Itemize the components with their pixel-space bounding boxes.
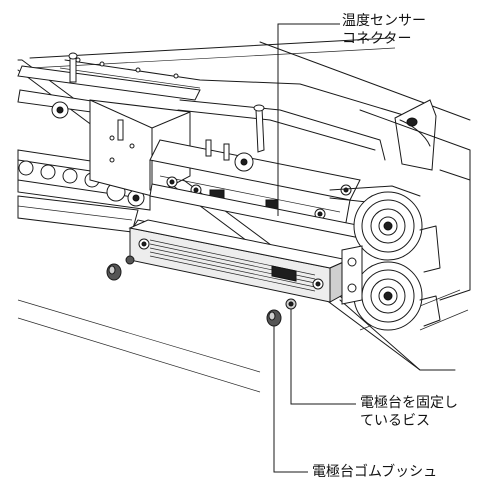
fixing-screw [285,298,297,310]
rubber-bush [266,309,282,327]
rubber-bush-left [106,255,135,281]
callout-electrode-base-fixing-screw: 電極台を固定し ているビス [360,394,458,430]
callout-line: ているビス [360,413,430,429]
upper-plate [17,57,421,121]
callout-temperature-sensor-connector: 温度センサー コネクター [342,12,426,48]
leader-sensor-connector [277,23,340,216]
pulley-bracket [341,225,441,327]
lever-knob [234,104,265,172]
callout-electrode-base-rubber-bush: 電極台ゴムブッシュ [312,463,437,481]
callout-line: 電極台ゴムブッシュ [312,464,438,480]
pulley-lower [353,261,423,331]
pulley-upper [353,191,423,261]
leader-rubber-bush [273,326,308,473]
slide-plate [117,119,361,229]
center-carriage [89,99,386,197]
callout-line: 温度センサー [342,13,426,29]
electrode-base [128,219,350,303]
leader-fixing-screw [290,309,356,405]
right-bracket [359,99,471,301]
frame-rails [17,37,471,393]
callout-line: 電極台を固定し [360,395,458,411]
callout-line: コネクター [342,31,412,47]
